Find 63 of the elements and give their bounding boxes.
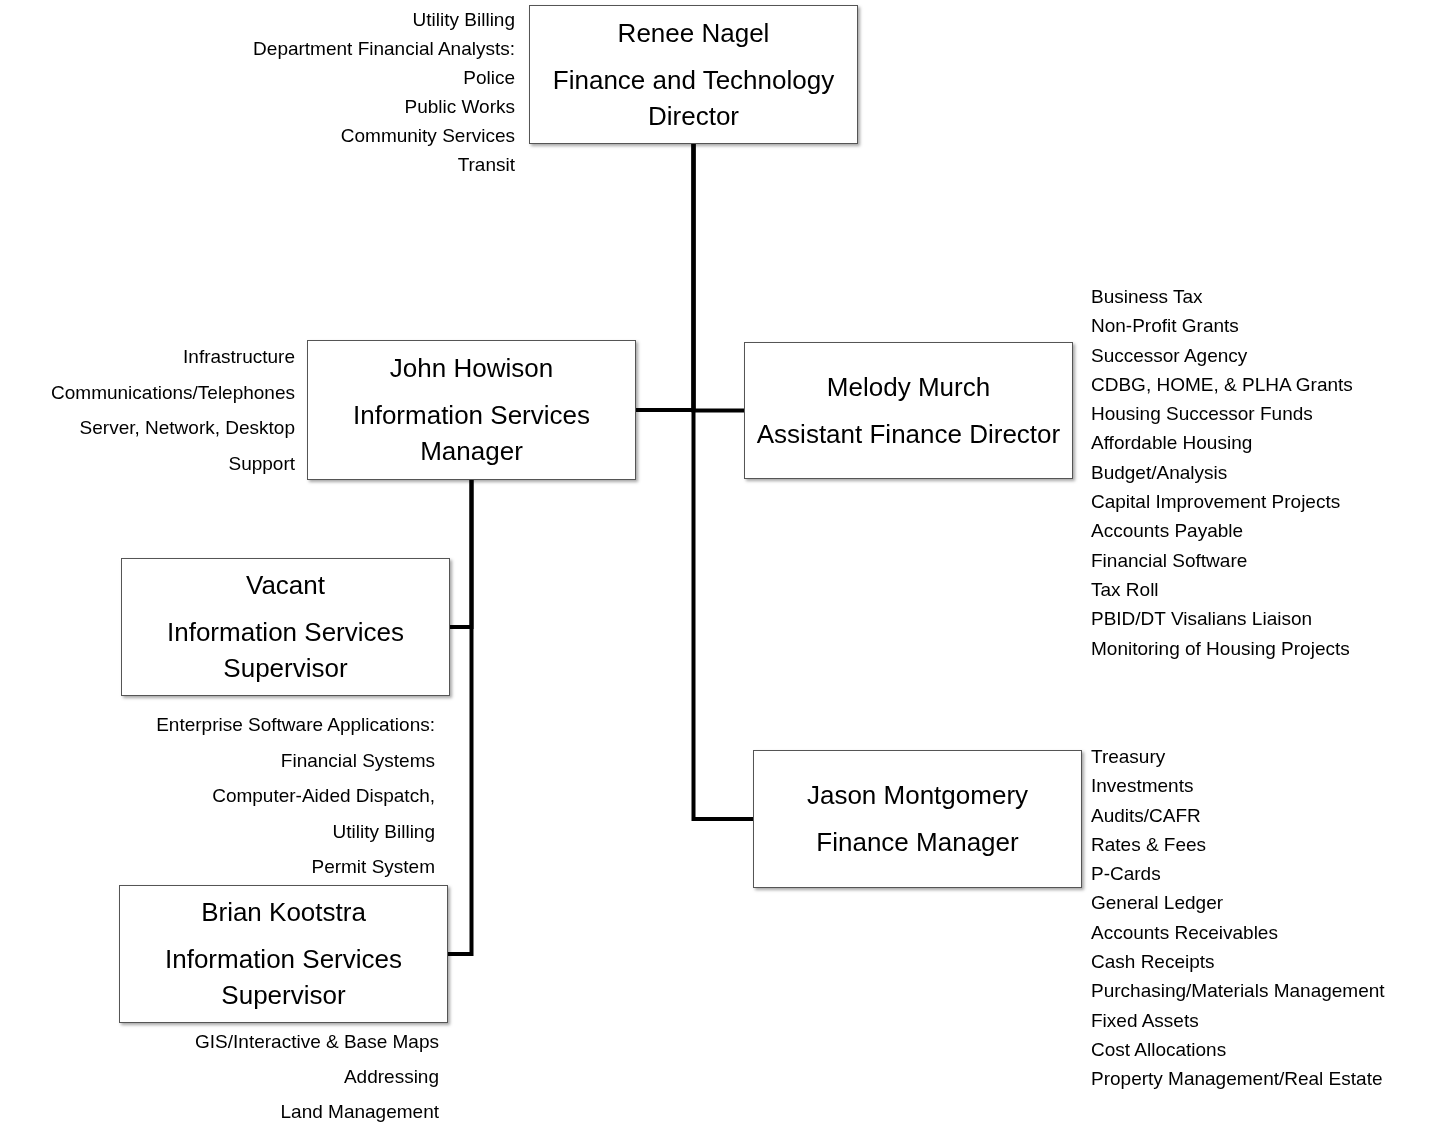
duty-item: Accounts Payable	[1091, 519, 1244, 544]
duty-item: Financial Software	[1091, 548, 1248, 573]
duty-item: Permit System	[311, 855, 435, 879]
person-name: John Howison	[389, 352, 554, 385]
duty-item: P-Cards	[1091, 862, 1161, 887]
duty-item: Fixed Assets	[1091, 1008, 1199, 1033]
duty-item: Server, Network, Desktop	[79, 416, 295, 440]
job-title: Finance and Technology Director	[551, 63, 836, 133]
duty-item: General Ledger	[1091, 891, 1224, 916]
duty-item: Transit	[457, 153, 515, 177]
person-name: Jason Montgomery	[806, 779, 1029, 812]
connector-line	[691, 144, 753, 821]
duty-item: CDBG, HOME, & PLHA Grants	[1091, 372, 1353, 397]
duty-item: Community Services	[340, 124, 515, 148]
position-box	[529, 5, 858, 144]
duty-item: Successor Agency	[1091, 343, 1248, 368]
job-title: Finance Manager	[816, 826, 1019, 859]
person-name: Melody Murch	[826, 370, 991, 404]
duty-item: Investments	[1091, 774, 1194, 799]
job-title: Information Services Supervisor	[166, 616, 405, 685]
duty-item: Tax Roll	[1091, 577, 1159, 602]
person-name: Brian Kootstra	[201, 896, 366, 929]
position-box	[753, 750, 1082, 888]
job-title: Information Services Manager	[352, 399, 591, 468]
duty-item: Capital Improvement Projects	[1091, 490, 1341, 515]
duty-item: Non-Profit Grants	[1091, 314, 1239, 339]
duty-item: Addressing	[343, 1065, 439, 1089]
person-name: Vacant	[246, 569, 325, 602]
position-box	[307, 340, 636, 480]
job-title: Information Services Supervisor	[164, 943, 403, 1012]
duty-item: Affordable Housing	[1091, 431, 1253, 456]
job-title: Assistant Finance Director	[756, 417, 1061, 451]
duty-item: Business Tax	[1091, 285, 1203, 309]
duty-item: Support	[228, 451, 295, 476]
duty-item: Enterprise Software Applications:	[156, 713, 435, 737]
duty-item: Property Management/Real Estate	[1091, 1067, 1383, 1092]
duty-item: Monitoring of Housing Projects	[1091, 636, 1350, 661]
person-name: Renee Nagel	[617, 16, 770, 50]
duty-item: Treasury	[1091, 745, 1166, 769]
duty-item: Rates & Fees	[1091, 832, 1207, 857]
duty-item: Cost Allocations	[1091, 1037, 1227, 1062]
duty-item: Housing Successor Funds	[1091, 402, 1313, 427]
duty-item: PBID/DT Visalians Liaison	[1091, 607, 1313, 632]
position-box	[119, 885, 448, 1023]
duty-item: Financial Systems	[280, 748, 435, 773]
duty-item: Land Management	[280, 1100, 439, 1124]
duty-item: Purchasing/Materials Management	[1091, 979, 1385, 1004]
duty-item: Department Financial Analysts:	[253, 37, 515, 61]
duty-item: GIS/Interactive & Base Maps	[195, 1030, 439, 1054]
duty-item: Computer-Aided Dispatch,	[212, 784, 435, 808]
duty-item: Budget/Analysis	[1091, 460, 1228, 485]
duty-item: Police	[463, 66, 515, 90]
duty-item: Utility Billing	[412, 8, 515, 32]
duty-item: Audits/CAFR	[1091, 803, 1201, 828]
connector-line	[448, 480, 474, 956]
duty-item: Accounts Receivables	[1091, 920, 1278, 945]
position-box	[121, 558, 450, 696]
duty-item: Communications/Telephones	[51, 380, 295, 405]
duty-item: Infrastructure	[183, 345, 295, 369]
duty-item: Utility Billing	[332, 819, 435, 844]
position-box	[744, 342, 1073, 479]
duty-item: Public Works	[404, 95, 515, 119]
duty-item: Cash Receipts	[1091, 950, 1215, 975]
